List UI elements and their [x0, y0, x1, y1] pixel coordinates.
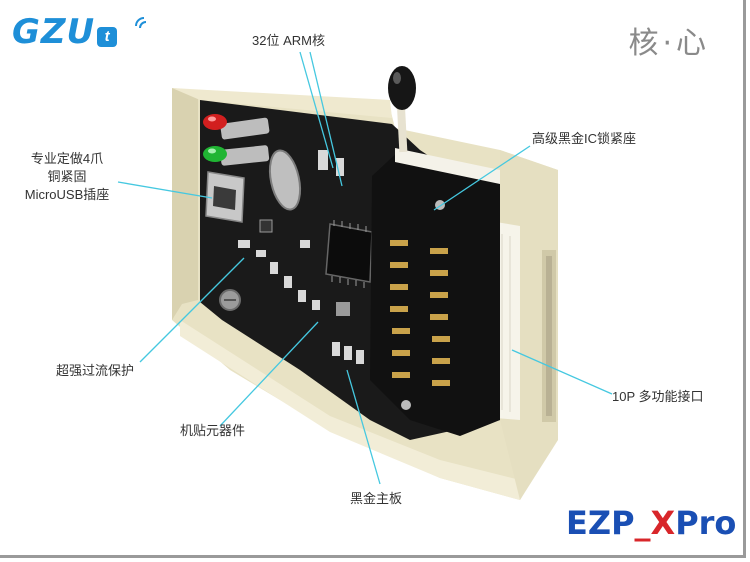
page-heading: 核·心 — [628, 26, 710, 61]
arm-chip — [325, 220, 373, 288]
zif-ic-socket — [370, 66, 500, 436]
label-ic-socket: 高级黑金IC锁紧座 — [532, 131, 637, 146]
label-arm-core: 32位 ARM核 — [252, 33, 325, 48]
micro-usb-socket — [205, 171, 245, 223]
label-mainboard: 黑金主板 — [350, 491, 403, 506]
leader-lines — [117, 51, 613, 485]
product-name-part3: Pro — [675, 504, 737, 542]
product-name-part1: EZP — [566, 504, 635, 542]
brand-logo: GZU t — [12, 10, 147, 54]
label-usb-socket: 专业定做4爪 铜紧固 MicroUSB插座 — [8, 150, 126, 204]
label-usb-line3: MicroUSB插座 — [24, 187, 110, 202]
product-name: EZP_XPro — [566, 504, 736, 542]
label-usb-line1: 专业定做4爪 — [30, 151, 104, 166]
label-smd-components: 机贴元器件 — [180, 423, 246, 438]
signal-icon — [135, 17, 147, 29]
label-overcurrent: 超强过流保护 — [56, 363, 135, 378]
label-interface: 10P 多功能接口 — [612, 389, 704, 404]
label-usb-line2: 铜紧固 — [47, 169, 87, 184]
logo-text: GZU — [12, 12, 96, 52]
logo-badge: t — [97, 27, 118, 47]
product-name-part2: _X — [634, 504, 676, 542]
status-leds — [203, 114, 270, 166]
